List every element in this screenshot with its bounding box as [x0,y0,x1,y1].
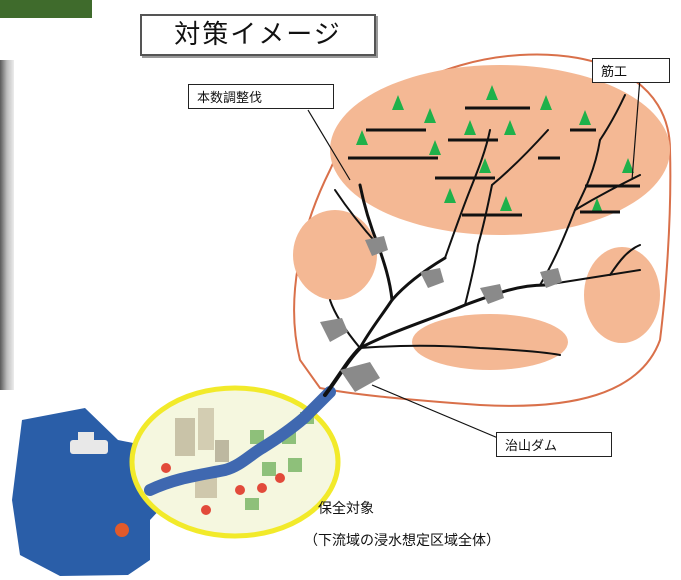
ship-icon [70,440,108,454]
forest-patch-main [330,65,670,235]
label-sujiko: 筋工 [592,58,670,83]
label-chisan-dam: 治山ダム [496,432,612,457]
building-icon [175,418,195,456]
label-honsu-chouseibatsu: 本数調整伐 [188,84,334,109]
page-title: 対策イメージ [140,14,376,56]
leader-lines [307,77,641,439]
label-hozen-taisho: 保全対象 [318,501,374,517]
label-karyuiki: （下流域の浸水想定区域全体） [304,533,500,549]
left-edge-strip [0,60,14,390]
forest-patch-left [293,210,377,300]
check-dams [320,236,562,392]
forest-patch-right [584,247,660,343]
tree-icons [356,85,634,213]
watershed-outline [293,53,672,407]
buoy-icon [115,523,129,537]
forest-patch-bottom [412,314,568,370]
fence-lines [348,106,640,217]
corner-tab [0,0,92,18]
river [144,386,336,496]
